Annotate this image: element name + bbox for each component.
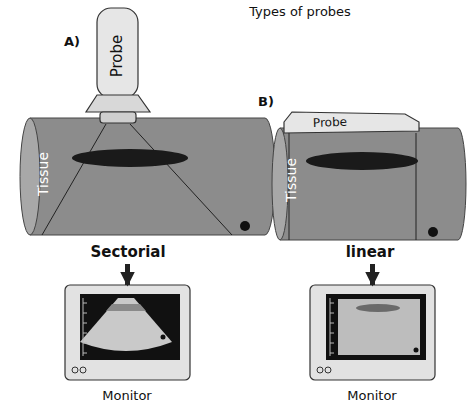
monitor: Monitor <box>65 285 190 406</box>
tissue-block: Tissue linear <box>272 128 466 264</box>
probe-type-label: linear <box>346 244 395 261</box>
probe-shape: Probe <box>290 112 410 134</box>
flow-arrow <box>370 264 375 285</box>
panel-letter: B) <box>258 95 274 109</box>
tissue-label: Tissue <box>36 152 51 196</box>
probe-shape: Probe <box>95 8 140 112</box>
probe-label: Probe <box>109 35 126 78</box>
flow-arrow <box>125 264 130 285</box>
diagram-title: Types of probes <box>249 5 351 19</box>
monitor: Monitor <box>310 285 435 406</box>
tissue-block: TissueSectorial <box>30 118 266 264</box>
tissue-label: Tissue <box>284 158 299 202</box>
monitor-label: Monitor <box>347 389 396 403</box>
panel-letter: A) <box>64 35 80 49</box>
probe-label: Probe <box>313 116 347 130</box>
probe-type-label: Sectorial <box>90 244 165 261</box>
monitor-label: Monitor <box>102 389 151 403</box>
